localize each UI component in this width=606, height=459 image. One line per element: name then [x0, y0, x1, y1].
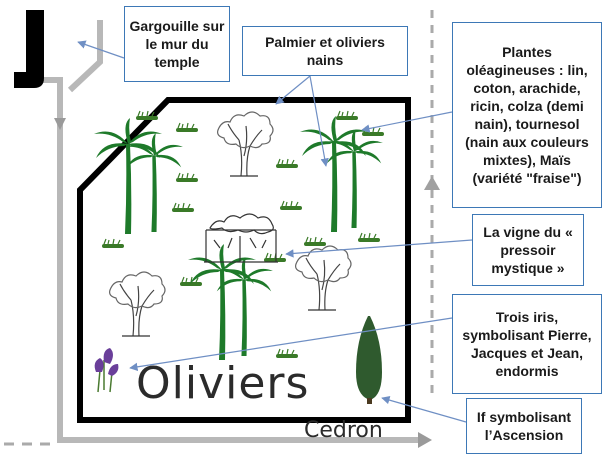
gargoyle-icon: [14, 10, 44, 88]
callout-iris: Trois iris, symbolisant Pierre, Jacques …: [452, 294, 602, 394]
walking-path: [40, 20, 420, 443]
dashed-arrow-up: [424, 176, 440, 190]
path-arrow-right: [418, 432, 432, 448]
callout-plantes-oleagineuses: Plantes oléagineuses : lin, coton, arach…: [452, 22, 602, 208]
garden-wall: [77, 97, 411, 423]
vine-pergola-icon: [204, 213, 278, 263]
callout-if: If symbolisant l’Ascension: [466, 398, 582, 454]
cypress-tree-icon: [356, 316, 382, 404]
cedron-label: Cedron: [304, 418, 383, 443]
iris-flower-icon: [94, 348, 119, 393]
callout-palmier-oliviers: Palmier et oliviers nains: [242, 26, 408, 76]
callout-vigne: La vigne du « pressoir mystique »: [472, 214, 584, 286]
palm-icon: [94, 116, 383, 360]
path-arrow-down: [54, 118, 66, 130]
callout-arrows: [77, 40, 473, 423]
callout-gargouille: Gargouille sur le mur du temple: [124, 6, 230, 82]
oliviers-label: Oliviers: [136, 358, 310, 409]
